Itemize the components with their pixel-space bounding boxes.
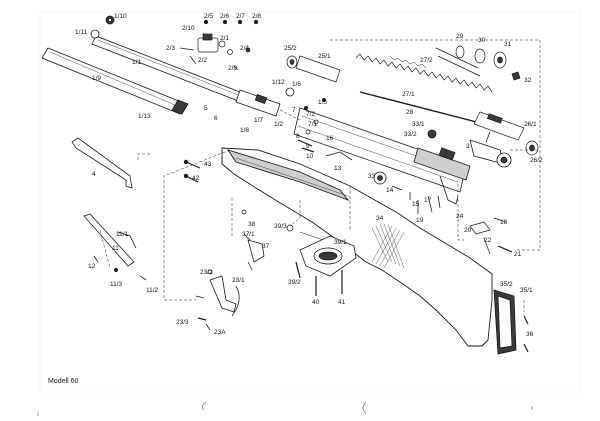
part-label: 20 — [464, 227, 472, 234]
trigger-group — [195, 209, 265, 331]
spring-cylinder-group — [286, 45, 539, 156]
part-label: 2/1 — [220, 35, 229, 42]
part-label: 6 — [214, 115, 218, 122]
part-label: 2/10 — [182, 25, 195, 32]
part-label: 22 — [484, 237, 492, 244]
butt-plate — [493, 289, 529, 355]
part-label: 39/2 — [288, 279, 301, 286]
part-label: 7/1 — [308, 121, 317, 128]
part-label: 2/3 — [166, 45, 175, 52]
part-label: 1/9 — [92, 75, 101, 82]
part-label: 1/6 — [292, 81, 301, 88]
part-label: 42 — [192, 175, 200, 182]
rear-sight-cluster — [179, 19, 259, 71]
part-label: 24 — [456, 213, 464, 220]
part-label: 40 — [312, 299, 320, 306]
front-parts-group — [469, 217, 513, 255]
cocking-lever-group — [71, 137, 201, 281]
part-label: 2/2 — [198, 57, 207, 64]
trigger-guard — [286, 224, 357, 296]
part-label: 35/2 — [500, 281, 513, 288]
part-label: 2/4 — [240, 45, 249, 52]
part-label: 26/2 — [530, 157, 543, 164]
part-label: 1/5 — [318, 99, 327, 106]
receiver — [285, 87, 512, 214]
part-label: 8 — [296, 133, 300, 140]
part-label: 18 — [500, 219, 508, 226]
part-label: 37/1 — [242, 231, 255, 238]
part-label: 31 — [504, 41, 512, 48]
part-label: 39/1 — [334, 239, 347, 246]
part-label: 2/8 — [252, 13, 261, 20]
part-label: 27/1 — [402, 91, 415, 98]
part-label: 9 — [306, 143, 310, 150]
part-label: 17 — [424, 197, 432, 204]
part-label: 13 — [334, 165, 342, 172]
part-label: 28 — [406, 109, 414, 116]
part-label: 32 — [524, 77, 532, 84]
part-label: 25/2 — [284, 45, 297, 52]
part-label: 35/1 — [520, 287, 533, 294]
part-label: 41 — [338, 299, 346, 306]
part-label: 27/2 — [420, 57, 433, 64]
part-label: 2/7 — [236, 13, 245, 20]
part-label: 7 — [292, 107, 296, 114]
part-label: 1/10 — [114, 13, 127, 20]
sheet-frame — [39, 11, 581, 393]
part-label: 1/1 — [132, 59, 141, 66]
part-label: 10 — [306, 153, 314, 160]
scan-marks — [37, 401, 533, 416]
part-label: 25/1 — [318, 53, 331, 60]
part-label: 1/11 — [75, 29, 88, 36]
part-label: 1/8 — [240, 127, 249, 134]
part-label: 43 — [204, 161, 212, 168]
part-label: 2/9 — [228, 65, 237, 72]
part-label: 11/1 — [116, 231, 129, 238]
part-label: 23/2 — [200, 269, 213, 276]
part-label: 21 — [514, 251, 522, 258]
part-label: 1/13 — [138, 113, 151, 120]
part-label: 37 — [262, 243, 270, 250]
part-label: 26/1 — [524, 121, 537, 128]
part-label: 11/3 — [110, 281, 123, 288]
part-label: 4 — [92, 171, 96, 178]
part-label: 19 — [416, 217, 424, 224]
part-label: 23A — [214, 329, 226, 336]
part-label: 1/12 — [272, 79, 285, 86]
part-label: 23/1 — [232, 277, 245, 284]
part-label: 11 — [112, 245, 119, 252]
part-label: 5 — [204, 105, 208, 112]
part-label: 12 — [88, 263, 96, 270]
part-label: 1/7 — [254, 117, 263, 124]
part-label: 11/2 — [146, 287, 159, 294]
assembly-guide-lines — [99, 39, 541, 312]
part-label: 7/2 — [306, 111, 315, 118]
part-label: 14 — [386, 187, 394, 194]
part-label: 23/3 — [176, 319, 189, 326]
part-label: 3 — [466, 143, 470, 150]
part-label: 2/5 — [204, 13, 213, 20]
part-label: 1/2 — [274, 121, 283, 128]
stock — [221, 147, 493, 347]
part-label: 30 — [478, 37, 486, 44]
part-label: 34 — [376, 215, 384, 222]
part-label: 2/6 — [220, 13, 229, 20]
part-label: 33 — [368, 173, 376, 180]
part-label: 38 — [248, 221, 256, 228]
part-label: 39/3 — [274, 223, 287, 230]
part-label: 33/1 — [412, 121, 425, 128]
barrel-assembly — [41, 15, 281, 117]
part-labels: 1/10 1/11 1/1 1/9 1/13 1/12 1/2 1/5 1/6 … — [75, 13, 543, 338]
page-title: Modell 60 — [48, 378, 78, 385]
part-label: 33/2 — [404, 131, 417, 138]
part-label: 16 — [326, 135, 334, 142]
part-label: 15 — [412, 201, 420, 208]
part-label: 29 — [456, 33, 464, 40]
part-label: 36 — [526, 331, 534, 338]
